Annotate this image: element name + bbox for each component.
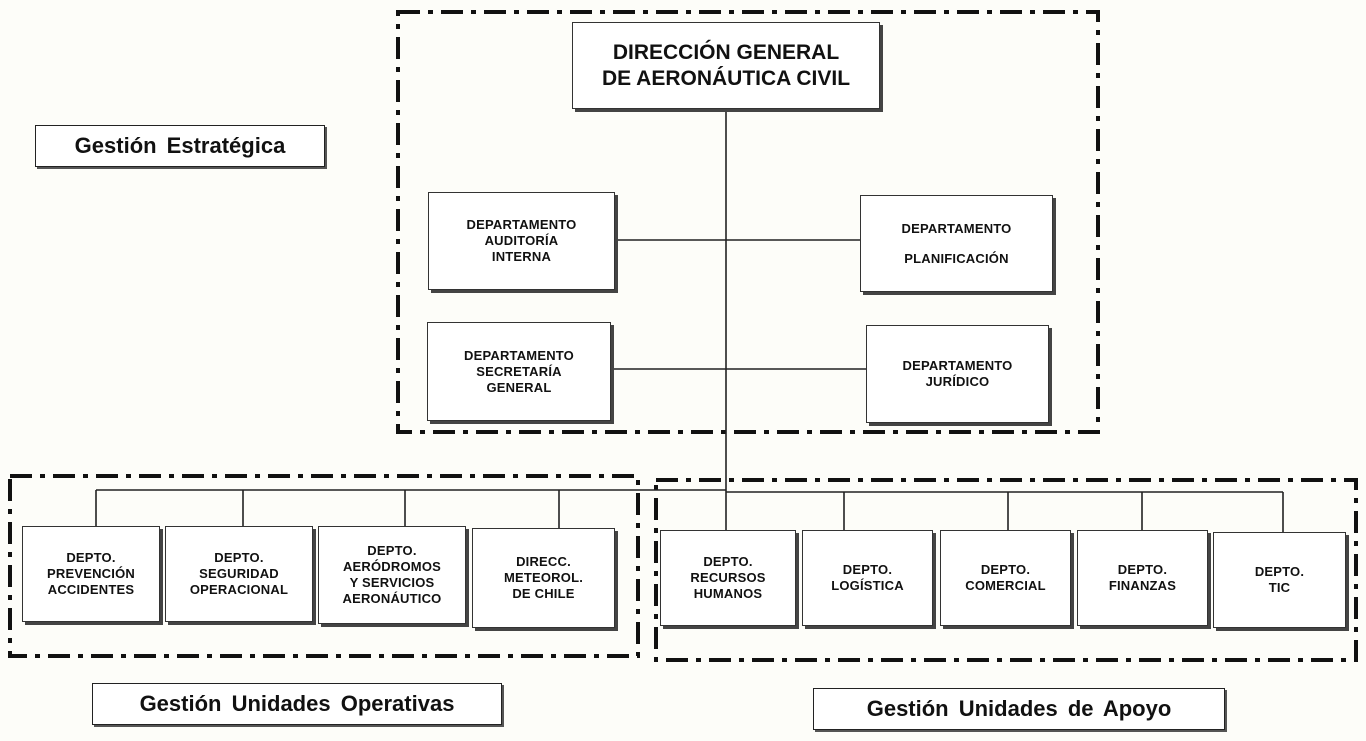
secretaria-box: DEPARTAMENTO SECRETARÍA GENERAL <box>427 322 611 421</box>
seguridad-operacional-box: DEPTO. SEGURIDAD OPERACIONAL <box>165 526 313 622</box>
comercial-box: DEPTO. COMERCIAL <box>940 530 1071 626</box>
meteorologia-line-1: DIRECC. <box>516 554 571 569</box>
tic-box: DEPTO. TIC <box>1213 532 1346 628</box>
tic-line-1: DEPTO. <box>1254 564 1305 579</box>
recursos-humanos-box: DEPTO. RECURSOS HUMANOS <box>660 530 796 626</box>
comercial-line-1: DEPTO. <box>980 562 1031 577</box>
rrhh-line-1: DEPTO. <box>703 554 753 569</box>
prevencion-accidentes-box: DEPTO. PREVENCIÓN ACCIDENTES <box>22 526 160 622</box>
strategic-group-label: Gestión Estratégica <box>35 125 325 167</box>
secretaria-line-2: SECRETARÍA <box>476 363 562 379</box>
juridico-line-1: DEPARTAMENTO <box>902 358 1013 373</box>
auditoria-box: DEPARTAMENTO AUDITORÍA INTERNA <box>428 192 615 290</box>
director-line-1: DIRECCIÓN GENERAL <box>612 40 840 64</box>
logistica-line-1: DEPTO. <box>842 562 893 577</box>
prevencion-line-1: DEPTO. <box>66 550 116 565</box>
tic-line-2: TIC <box>1268 580 1291 595</box>
logistica-line-2: LOGÍSTICA <box>831 578 904 593</box>
meteorologia-line-2: METEOROL. <box>503 570 584 585</box>
seguridad-line-1: DEPTO. <box>214 550 264 565</box>
aerodromos-line-3: Y SERVICIOS <box>349 575 435 590</box>
rrhh-line-2: RECURSOS <box>690 570 766 585</box>
operativas-group-label: Gestión Unidades Operativas <box>92 683 502 725</box>
operativas-group-frame <box>8 474 640 658</box>
finanzas-line-1: DEPTO. <box>1117 562 1168 577</box>
strategic-group-frame <box>396 10 1100 434</box>
finanzas-line-2: FINANZAS <box>1108 578 1177 593</box>
auditoria-line-2: AUDITORÍA <box>484 233 559 248</box>
finanzas-box: DEPTO. FINANZAS <box>1077 530 1208 626</box>
director-line-2: DE AERONÁUTICA CIVIL <box>601 66 851 90</box>
prevencion-line-3: ACCIDENTES <box>47 582 135 597</box>
juridico-box: DEPARTAMENTO JURÍDICO <box>866 325 1049 423</box>
prevencion-line-2: PREVENCIÓN <box>47 566 135 581</box>
seguridad-line-3: OPERACIONAL <box>189 582 289 597</box>
auditoria-line-1: DEPARTAMENTO <box>466 217 577 232</box>
planificacion-line-2: PLANIFICACIÓN <box>904 250 1009 266</box>
planificacion-box: DEPARTAMENTO PLANIFICACIÓN <box>860 195 1053 292</box>
aerodromos-line-1: DEPTO. <box>367 543 417 558</box>
planificacion-spacer <box>901 237 1011 251</box>
aerodromos-line-2: AERÓDROMOS <box>342 559 442 574</box>
apoyo-group-label: Gestión Unidades de Apoyo <box>813 688 1225 730</box>
planificacion-line-1: DEPARTAMENTO <box>901 220 1012 236</box>
secretaria-line-1: DEPARTAMENTO <box>463 347 574 363</box>
apoyo-group-frame <box>654 478 1358 662</box>
auditoria-line-3: INTERNA <box>491 249 552 264</box>
secretaria-line-3: GENERAL <box>486 379 552 395</box>
juridico-line-2: JURÍDICO <box>925 374 990 389</box>
logistica-box: DEPTO. LOGÍSTICA <box>802 530 933 626</box>
director-general-box: DIRECCIÓN GENERAL DE AERONÁUTICA CIVIL <box>572 22 880 109</box>
aerodromos-servicios-box: DEPTO. AERÓDROMOS Y SERVICIOS AERONÁUTIC… <box>318 526 466 624</box>
comercial-line-2: COMERCIAL <box>965 578 1046 593</box>
rrhh-line-3: HUMANOS <box>693 586 763 601</box>
meteorologia-line-3: DE CHILE <box>512 586 575 601</box>
aerodromos-line-4: AERONÁUTICO <box>342 591 442 606</box>
seguridad-line-2: SEGURIDAD <box>199 566 279 581</box>
meteorologia-box: DIRECC. METEOROL. DE CHILE <box>472 528 615 628</box>
